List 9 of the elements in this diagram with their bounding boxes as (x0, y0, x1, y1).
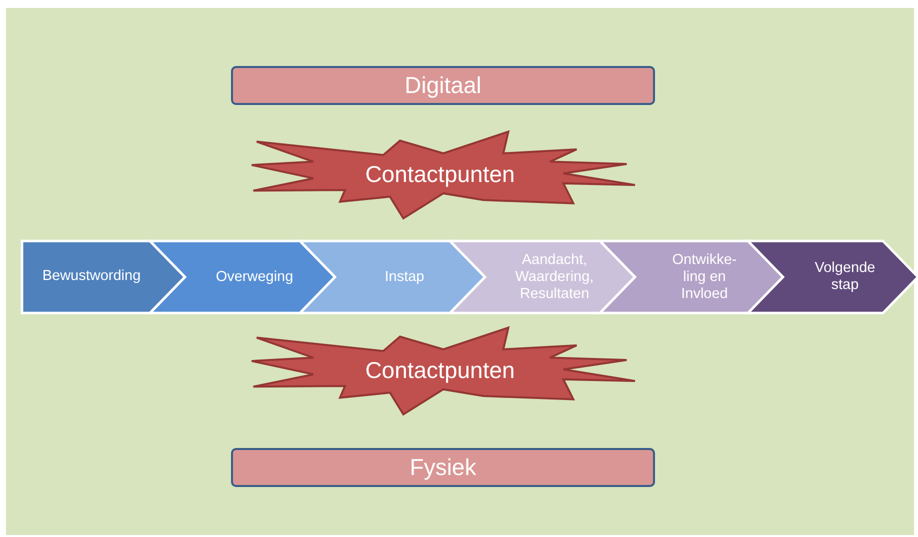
node-label: Fysiek (410, 454, 476, 482)
node-label: Contactpunten (365, 161, 515, 189)
node-label: Instap (384, 268, 424, 286)
node-label: Volgende stap (814, 260, 876, 294)
node-label: Ontwikke- ling en Invloed (671, 252, 738, 302)
node-label: Digitaal (404, 72, 482, 100)
node-label: Overweging (216, 268, 294, 286)
node-label: Aandacht, Waardering, Resultaten (514, 252, 595, 302)
node-label: Contactpunten (365, 357, 515, 385)
